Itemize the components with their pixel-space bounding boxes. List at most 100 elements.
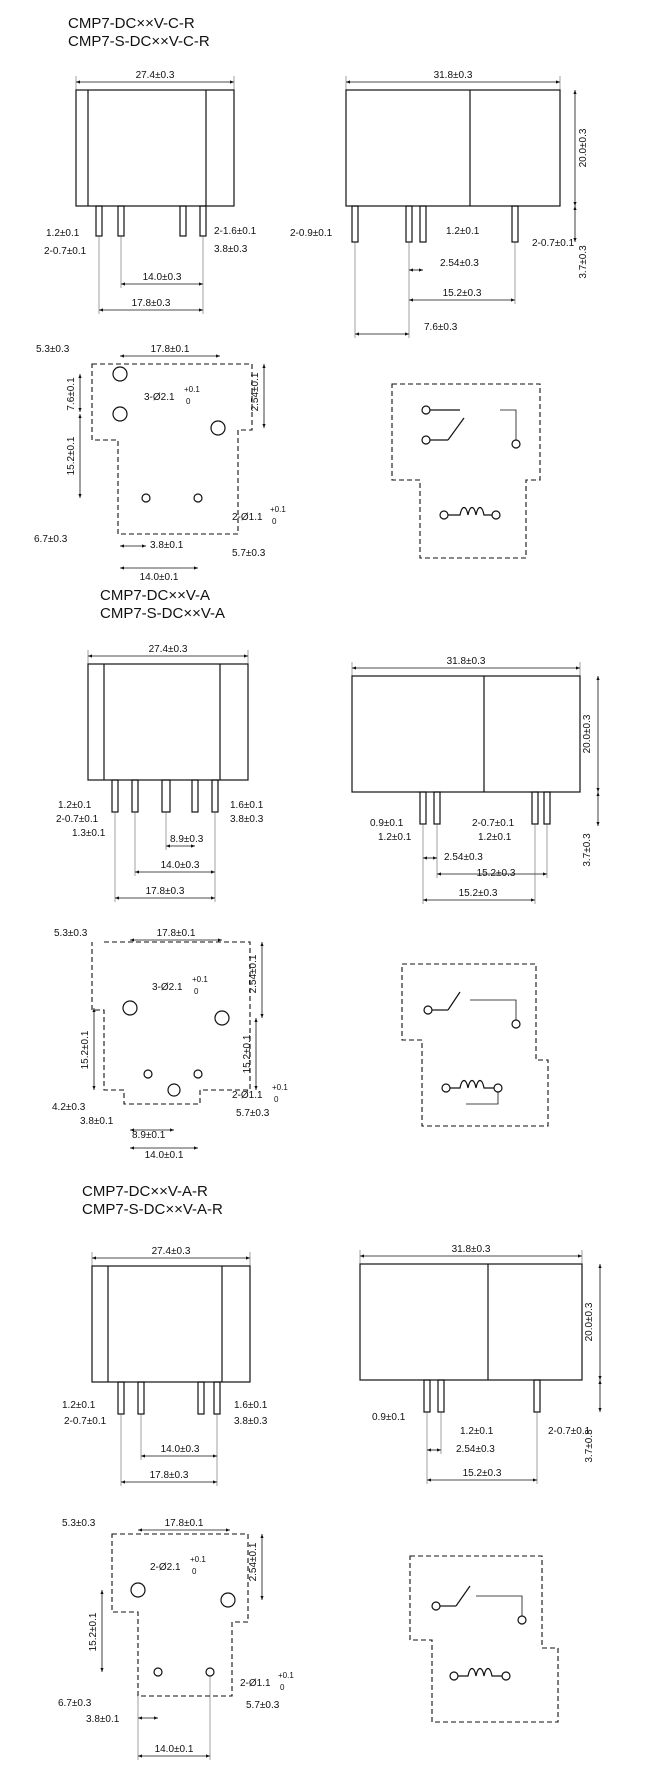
- front-dim-label: 1.3±0.1: [72, 828, 106, 839]
- pcb-dim-label: 5.7±0.3: [232, 548, 266, 559]
- side-dim-label: 2.54±0.3: [456, 1444, 495, 1455]
- front-dim-label: 1.2±0.1: [62, 1400, 96, 1411]
- pcb-hole-label: 2-Ø1.1: [240, 1678, 271, 1689]
- side-view: 31.8±0.3 20.0±0.3 3.7±0.3 2-0.9±0.1 1.2±…: [290, 70, 589, 338]
- wiring-schematic: [391, 383, 541, 559]
- pcb-dim-label: 15.2±0.1: [66, 436, 77, 475]
- pcb-tol-sup: +0.1: [192, 975, 208, 984]
- pcb-dim-label: 14.0±0.1: [140, 572, 179, 583]
- pcb-dim-label: 14.0±0.1: [155, 1744, 194, 1755]
- pcb-dim-label: 6.7±0.3: [34, 534, 68, 545]
- wiring-schematic: [401, 963, 549, 1127]
- side-dim-label: 1.2±0.1: [460, 1426, 494, 1437]
- section-title-line-1: CMP7-DC××V-A-R: [82, 1183, 208, 1200]
- side-dim-label: 2.54±0.3: [444, 852, 483, 863]
- side-dim-label: 2-0.7±0.1: [532, 238, 575, 249]
- pcb-tol-sup: +0.1: [278, 1671, 294, 1680]
- pcb-layout: 5.3±0.3 17.8±0.1 3-Ø2.1 +0.1 0 2.54±0.1 …: [52, 928, 288, 1161]
- section-a: CMP7-DC××V-A CMP7-S-DC××V-A 27.4±0.3 1.2…: [52, 587, 600, 1161]
- pcb-dim-label: 7.6±0.1: [66, 377, 77, 411]
- front-dim-label: 14.0±0.3: [143, 272, 182, 283]
- pcb-tol-sub: 0: [194, 987, 199, 996]
- section-title-line-2: CMP7-S-DC××V-A: [100, 605, 225, 622]
- pcb-tol-sub: 0: [272, 517, 277, 526]
- pcb-tol-sub: 0: [186, 397, 191, 406]
- pcb-layout: 5.3±0.3 17.8±0.1 7.6±0.1 3-Ø2.1 +0.1 0 2…: [34, 344, 286, 583]
- side-view: 31.8±0.3 20.0±0.3 3.7±0.3 0.9±0.1 1.2±0.…: [359, 1244, 602, 1484]
- section-c-r: CMP7-DC××V-C-R CMP7-S-DC××V-C-R 27.4±0.3…: [34, 15, 589, 583]
- front-dim-label: 17.8±0.3: [146, 886, 185, 897]
- side-dim-label: 15.2±0.3: [477, 868, 516, 879]
- front-width-label: 27.4±0.3: [152, 1246, 191, 1257]
- front-dim-label: 3.8±0.3: [214, 244, 248, 255]
- pcb-dim-label: 8.9±0.1: [132, 1130, 166, 1141]
- pcb-hole-label: 2-Ø2.1: [150, 1562, 181, 1573]
- front-dim-label: 2-0.7±0.1: [64, 1416, 107, 1427]
- pcb-dim-label: 4.2±0.3: [52, 1102, 86, 1113]
- pcb-dim-label: 17.8±0.1: [165, 1518, 204, 1529]
- pcb-dim-label: 2.54±0.1: [250, 372, 261, 411]
- pcb-dim-label: 5.3±0.3: [62, 1518, 96, 1529]
- pcb-dim-label: 3.8±0.1: [150, 540, 184, 551]
- front-dim-label: 1.2±0.1: [58, 800, 92, 811]
- pcb-dim-label: 6.7±0.3: [58, 1698, 92, 1709]
- front-view: 27.4±0.3 1.2±0.1 2-0.7±0.1 1.6±0.1 3.8±0…: [62, 1246, 268, 1486]
- pcb-hole-label: 2-Ø1.1: [232, 512, 263, 523]
- side-dim-label: 15.2±0.3: [443, 288, 482, 299]
- front-dim-label: 3.8±0.3: [234, 1416, 268, 1427]
- pcb-dim-label: 5.7±0.3: [246, 1700, 280, 1711]
- pin-length-label: 3.7±0.3: [578, 245, 589, 279]
- section-title-line-2: CMP7-S-DC××V-C-R: [68, 33, 210, 50]
- side-dim-label: 2.54±0.3: [440, 258, 479, 269]
- front-dim-label: 2-1.6±0.1: [214, 226, 257, 237]
- side-width-label: 31.8±0.3: [452, 1244, 491, 1255]
- pcb-tol-sub: 0: [280, 1683, 285, 1692]
- pcb-tol-sup: +0.1: [190, 1555, 206, 1564]
- pcb-tol-sup: +0.1: [270, 505, 286, 514]
- pcb-tol-sup: +0.1: [272, 1083, 288, 1092]
- side-width-label: 31.8±0.3: [447, 656, 486, 667]
- side-dim-label: 2-0.7±0.1: [472, 818, 515, 829]
- side-dim-label: 7.6±0.3: [424, 322, 458, 333]
- pcb-dim-label: 2.54±0.1: [248, 1542, 259, 1581]
- pin-length-label: 3.7±0.3: [584, 1429, 595, 1463]
- pcb-dim-label: 2.54±0.1: [248, 954, 259, 993]
- side-dim-label: 2-0.7±0.1: [548, 1426, 591, 1437]
- pcb-dim-label: 17.8±0.1: [151, 344, 190, 355]
- side-dim-label: 1.2±0.1: [378, 832, 412, 843]
- section-title-line-2: CMP7-S-DC××V-A-R: [82, 1201, 223, 1218]
- side-height-label: 20.0±0.3: [578, 128, 589, 167]
- front-view: 27.4±0.3 1.2±0.1 2-0.7±0.1 2-1.6±0.1 3.8…: [44, 70, 257, 314]
- front-width-label: 27.4±0.3: [149, 644, 188, 655]
- front-dim-label: 3.8±0.3: [230, 814, 264, 825]
- side-dim-label: 0.9±0.1: [370, 818, 404, 829]
- front-dim-label: 14.0±0.3: [161, 1444, 200, 1455]
- side-dim-label: 15.2±0.3: [463, 1468, 502, 1479]
- front-dim-label: 1.6±0.1: [234, 1400, 268, 1411]
- section-title-line-1: CMP7-DC××V-A: [100, 587, 210, 604]
- pcb-dim-label: 3.8±0.1: [80, 1116, 114, 1127]
- side-dim-label: 1.2±0.1: [446, 226, 480, 237]
- side-height-label: 20.0±0.3: [582, 714, 593, 753]
- front-dim-label: 8.9±0.3: [170, 834, 204, 845]
- pcb-hole-label: 3-Ø2.1: [144, 392, 175, 403]
- pcb-dim-label: 5.7±0.3: [236, 1108, 270, 1119]
- pcb-layout: 5.3±0.3 17.8±0.1 2-Ø2.1 +0.1 0 2.54±0.1 …: [58, 1518, 294, 1760]
- pcb-dim-label: 14.0±0.1: [145, 1150, 184, 1161]
- pcb-hole-label: 3-Ø2.1: [152, 982, 183, 993]
- pcb-dim-label: 3.8±0.1: [86, 1714, 120, 1725]
- side-view: 31.8±0.3 20.0±0.3 3.7±0.3 0.9±0.1 1.2±0.…: [351, 656, 600, 904]
- side-dim-label: 15.2±0.3: [459, 888, 498, 899]
- side-height-label: 20.0±0.3: [584, 1302, 595, 1341]
- pcb-dim-label: 15.2±0.1: [88, 1612, 99, 1651]
- side-dim-label: 2-0.9±0.1: [290, 228, 333, 239]
- front-dim-label: 17.8±0.3: [150, 1470, 189, 1481]
- section-title-line-1: CMP7-DC××V-C-R: [68, 15, 195, 32]
- side-dim-label: 1.2±0.1: [478, 832, 512, 843]
- front-dim-label: 14.0±0.3: [161, 860, 200, 871]
- pcb-tol-sub: 0: [274, 1095, 279, 1104]
- side-width-label: 31.8±0.3: [434, 70, 473, 81]
- front-dim-label: 17.8±0.3: [132, 298, 171, 309]
- front-view: 27.4±0.3 1.2±0.1 2-0.7±0.1 1.3±0.1 1.6±0…: [56, 644, 264, 902]
